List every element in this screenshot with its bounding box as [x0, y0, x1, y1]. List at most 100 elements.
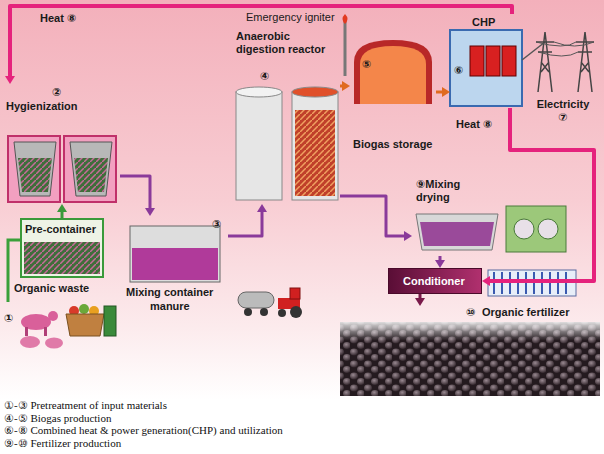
manure-tanker	[244, 308, 252, 316]
pipe-line	[120, 176, 150, 208]
pipe-line	[436, 91, 442, 94]
livestock-and-waste	[104, 306, 116, 336]
arrow-head	[482, 276, 490, 286]
manure-tanker	[238, 292, 274, 308]
drying-tray-and-mixer	[514, 219, 534, 239]
drying-tray-and-mixer	[416, 206, 566, 252]
pipe-connector	[340, 196, 412, 241]
digester-tanks	[236, 92, 282, 200]
fertilizer-pellets-photo	[340, 322, 600, 396]
part-label: Organic waste	[14, 282, 89, 295]
node-label: ④	[260, 70, 269, 83]
arrow-head	[57, 204, 67, 212]
pipe-connector	[482, 108, 594, 286]
conditioner-box: Conditioner	[388, 268, 482, 294]
emergency-igniter	[343, 14, 348, 24]
pipe-line	[10, 6, 512, 76]
node-label: Hygienization	[6, 100, 78, 113]
mixing-tank	[132, 248, 218, 280]
arrow-head	[5, 76, 15, 84]
livestock-and-waste	[79, 304, 89, 314]
power-towers	[536, 32, 554, 92]
arrow-head	[404, 231, 412, 241]
drying-tray-and-mixer	[506, 206, 566, 252]
digester-tanks	[295, 110, 335, 196]
mixing-drying-unit: ⑨Mixing drying	[412, 176, 572, 256]
digester-tanks	[236, 87, 282, 97]
chp-housing	[486, 46, 500, 76]
pipe-connector	[120, 176, 155, 216]
manure-tanker	[260, 308, 268, 316]
chp-housing	[450, 30, 522, 106]
pipe-connector	[415, 294, 425, 306]
node-label: manure	[150, 300, 190, 313]
pipe-connector	[435, 256, 445, 268]
arrow-head	[435, 260, 445, 268]
pipe-line	[419, 294, 422, 298]
drying-tray-and-mixer	[420, 222, 494, 246]
node-label: CHP	[472, 16, 495, 29]
hygienization-tanks	[8, 136, 116, 202]
arrow-head	[257, 204, 267, 212]
caption-note: ⑨-⑩ Fertilizer production	[4, 437, 121, 449]
digester-tanks	[292, 92, 338, 200]
digester-tanks	[236, 87, 338, 200]
biogas-dome	[354, 40, 432, 104]
arrow-head	[342, 81, 350, 91]
pink-ground	[0, 0, 604, 400]
digester-tanks	[292, 87, 338, 97]
hygienization-tanks	[70, 142, 112, 196]
edge-label: Heat ⑧	[40, 12, 76, 25]
caption-note: ⑥-⑧ Combined heat & power generation(CHP…	[4, 424, 283, 436]
pre-container-tank	[22, 220, 102, 276]
node-label: Anaerobic digestion reactor	[236, 30, 336, 56]
drying-tray-and-mixer	[416, 214, 498, 250]
organic-fertilizer: ⑩Organic fertilizer	[340, 306, 600, 396]
pipe-connector	[5, 6, 512, 84]
arrow-head	[145, 208, 155, 216]
pipe-line	[228, 212, 262, 236]
caption-note: ①-③ Pretreatment of input materials	[4, 399, 167, 411]
pipe-line	[340, 85, 342, 88]
fertilizer-pellets-photo	[340, 322, 600, 396]
mixing-container: ③Mixing containermanure	[124, 216, 228, 315]
node-label: Mixing container	[126, 286, 213, 299]
part-label: Electricity ⑦	[533, 98, 593, 124]
node-label: Conditioner	[403, 275, 465, 288]
hygienization-tanks	[14, 142, 56, 196]
manure-tanker	[290, 288, 300, 299]
node-label: ⑤	[362, 58, 371, 71]
part-label: Emergency igniter	[246, 11, 335, 24]
emergency-igniter	[343, 14, 348, 76]
caption-note: ④-⑤ Biogas production	[4, 412, 111, 424]
chp-housing	[502, 46, 516, 76]
node-label: Biogas storage	[353, 138, 432, 151]
part-label: ①	[4, 312, 13, 325]
livestock-and-waste	[66, 314, 104, 336]
mixing-tank	[130, 226, 220, 282]
manure-tanker	[278, 309, 286, 317]
livestock-and-waste	[20, 336, 40, 348]
pipe-line	[490, 108, 594, 281]
hygienization-tanks	[64, 136, 116, 202]
chp-housing	[470, 46, 484, 76]
manure-tanker	[290, 306, 302, 318]
arrow-head	[415, 298, 425, 306]
biogas-storage: ⑤ Biogas storage	[350, 38, 436, 153]
pipe-line	[340, 196, 404, 236]
node-label: ②	[52, 86, 61, 99]
hygienization-tanks	[8, 136, 60, 202]
power-towers	[536, 42, 594, 56]
livestock-and-waste	[44, 327, 47, 336]
livestock-and-waste	[20, 304, 116, 349]
node-label: ⑨Mixing drying	[416, 178, 482, 204]
pipe-line	[439, 256, 442, 260]
pink-ground	[0, 0, 604, 400]
pipe-connector	[436, 87, 450, 97]
hygienization-tanks	[74, 158, 108, 192]
pipe-connector	[228, 204, 267, 236]
chp-housing	[450, 30, 522, 106]
pre-container-tank	[22, 220, 102, 276]
power-towers	[576, 32, 594, 92]
node-label: Pre-container	[25, 223, 96, 236]
